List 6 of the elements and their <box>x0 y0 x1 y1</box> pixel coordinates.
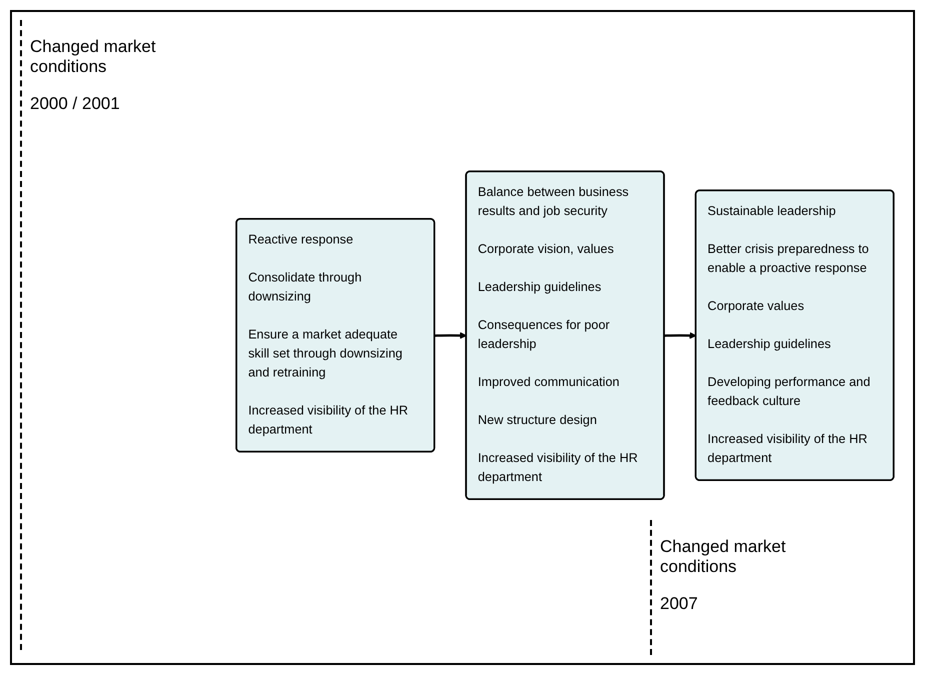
year-label: 2007 <box>660 594 699 614</box>
year-label: 2000 / 2001 <box>30 94 121 114</box>
arrow <box>664 332 696 339</box>
phase-label: Changed market conditions <box>30 37 157 77</box>
phase-label: Changed market conditions <box>660 537 787 577</box>
arrow <box>434 332 467 339</box>
